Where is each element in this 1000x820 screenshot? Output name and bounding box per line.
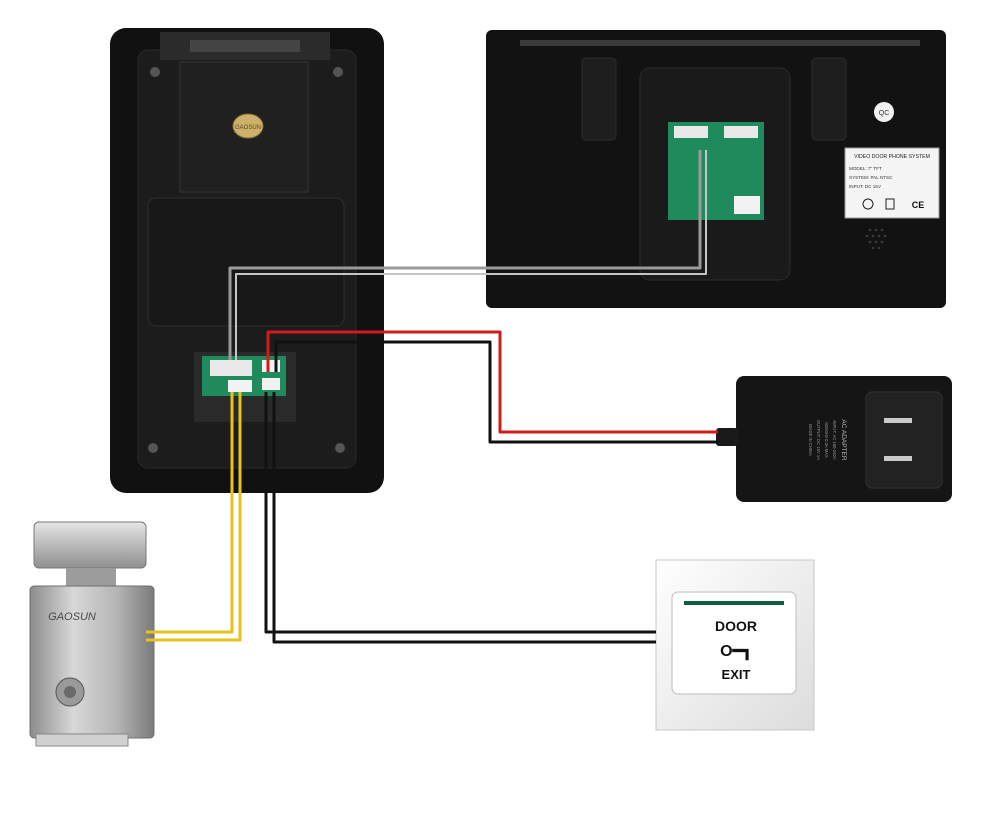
exit-button-line1: DOOR bbox=[715, 618, 757, 634]
door-station-connector-exit bbox=[262, 378, 280, 390]
wire-gray-video-cable bbox=[228, 150, 702, 360]
exit-button-line2: EXIT bbox=[722, 667, 751, 682]
wire-yellow-lock bbox=[146, 392, 242, 642]
door-station-top-slot bbox=[190, 40, 300, 52]
indoor-monitor: QC VIDEO DOOR PHONE SYSTEM MODEL: 7" TFT… bbox=[486, 30, 946, 308]
monitor-speaker-grille bbox=[865, 228, 887, 250]
exit-button-indicator-strip bbox=[684, 601, 784, 605]
wire-red-power bbox=[266, 330, 718, 434]
door-station-badge-text: GAOSUN bbox=[235, 125, 261, 131]
monitor-connector-b bbox=[724, 126, 758, 138]
adapter-plug-face bbox=[865, 391, 943, 489]
screw-icon bbox=[150, 67, 160, 77]
exit-button-panel: DOOR O━┓ EXIT bbox=[655, 559, 815, 731]
keyhole-icon bbox=[64, 686, 76, 698]
bin-icon bbox=[885, 198, 895, 210]
adapter-cable-strain-relief bbox=[716, 428, 738, 446]
monitor-mount-slot-right bbox=[811, 57, 847, 141]
wire-black-exit bbox=[272, 392, 656, 644]
door-station-connector-4pin bbox=[210, 360, 252, 376]
adapter-label-line: 50/60Hz 0.3A MAX bbox=[824, 422, 829, 458]
screw-icon bbox=[333, 67, 343, 77]
monitor-rating-title: VIDEO DOOR PHONE SYSTEM bbox=[854, 154, 930, 160]
door-station-badge: GAOSUN bbox=[232, 113, 264, 139]
wires bbox=[146, 150, 718, 644]
adapter-label-line: MADE IN CHINA bbox=[808, 424, 813, 456]
monitor-qc-text: QC bbox=[879, 110, 890, 117]
monitor-rating-row: MODEL: 7" TFT bbox=[849, 166, 882, 171]
door-station-connector-lock bbox=[228, 380, 252, 392]
monitor-rating-label: VIDEO DOOR PHONE SYSTEM MODEL: 7" TFT SY… bbox=[844, 147, 940, 219]
wire-gray-video-cable bbox=[235, 150, 707, 360]
wire-black-power bbox=[274, 340, 718, 444]
lock-strike-plate bbox=[33, 521, 147, 569]
electric-lock: GAOSUN bbox=[29, 521, 155, 747]
adapter-label-title: AC ADAPTER bbox=[840, 419, 847, 460]
adapter-label: AC ADAPTER INPUT: AC 100-240V 50/60Hz 0.… bbox=[808, 419, 847, 460]
lock-brand: GAOSUN bbox=[48, 611, 96, 623]
adapter-prong-icon bbox=[884, 418, 912, 423]
monitor-rating-row: SYSTEM: PAL NTSC bbox=[849, 175, 893, 180]
monitor-mount-slot-left bbox=[581, 57, 617, 141]
adapter-prong-icon bbox=[884, 456, 912, 461]
screw-icon bbox=[148, 443, 158, 453]
lock-base-strip bbox=[35, 733, 129, 747]
lock-body bbox=[29, 585, 155, 739]
ac-adapter: AC ADAPTER INPUT: AC 100-240V 50/60Hz 0.… bbox=[716, 376, 952, 502]
door-station: GAOSUN bbox=[110, 28, 384, 493]
wire-black-exit bbox=[264, 392, 656, 634]
monitor-qc-sticker bbox=[874, 102, 894, 122]
monitor-power-jack bbox=[734, 196, 760, 214]
screw-icon bbox=[335, 443, 345, 453]
adapter-label-line: OUTPUT: DC 15V 1A bbox=[816, 420, 821, 460]
wire-yellow-lock bbox=[146, 392, 234, 634]
monitor-vent-top bbox=[520, 40, 920, 46]
monitor-connector-a bbox=[674, 126, 708, 138]
recycle-icon bbox=[862, 198, 874, 210]
lock-bolt bbox=[66, 568, 116, 588]
door-station-recess bbox=[147, 197, 345, 327]
ce-mark: CE bbox=[912, 200, 925, 210]
exit-button[interactable] bbox=[671, 591, 797, 695]
monitor-rating-row: INPUT: DC 15V bbox=[849, 184, 882, 189]
key-icon: O━┓ bbox=[720, 643, 752, 661]
adapter-label-line: INPUT: AC 100-240V bbox=[832, 420, 837, 460]
